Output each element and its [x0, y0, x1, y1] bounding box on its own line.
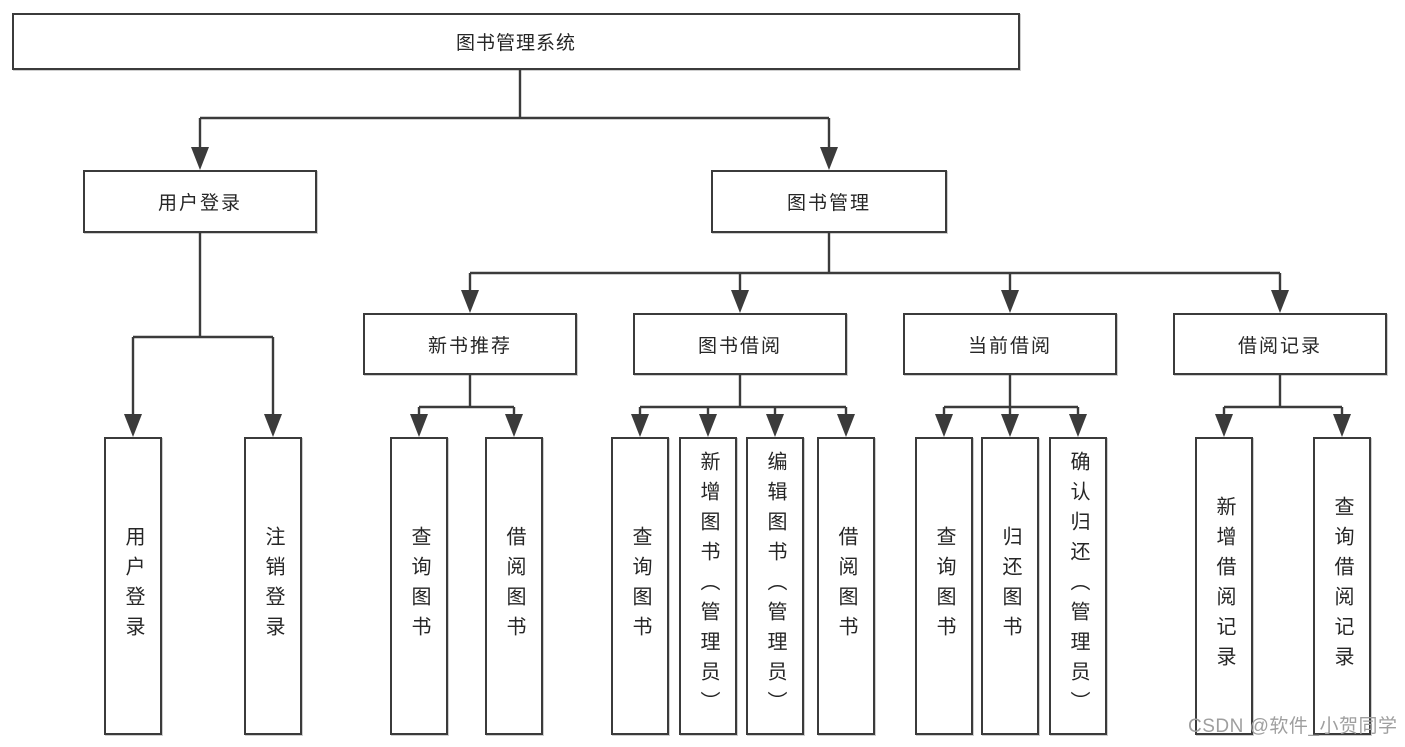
node-book-management: 图书管理: [711, 170, 947, 233]
leaf-label: 查询图书: [933, 526, 955, 646]
leaf-label: 新增图书（管理员）: [697, 451, 719, 721]
node-borrowing-records: 借阅记录: [1173, 313, 1387, 375]
node-label: 用户登录: [157, 193, 242, 214]
leaf-label: 查询图书: [629, 526, 651, 646]
leaf-query-borrow-record: 查询借阅记录: [1313, 437, 1371, 735]
leaf-add-borrow-record: 新增借阅记录: [1195, 437, 1253, 735]
leaf-label: 注销登录: [262, 526, 284, 646]
node-book-borrowing: 图书借阅: [633, 313, 847, 375]
csdn-watermark: CSDN @软件_小贺同学: [1188, 716, 1398, 737]
leaf-label: 查询图书: [408, 526, 430, 646]
node-current-borrowing: 当前借阅: [903, 313, 1117, 375]
leaf-user-login: 用户登录: [104, 437, 162, 735]
node-label: 当前借阅: [967, 335, 1052, 357]
node-label: 新书推荐: [427, 335, 512, 357]
leaf-return-books: 归还图书: [981, 437, 1039, 735]
leaf-label: 编辑图书（管理员）: [764, 451, 786, 721]
leaf-label: 新增借阅记录: [1213, 496, 1235, 676]
node-label: 图书管理: [786, 193, 871, 214]
leaf-query-books-recommend: 查询图书: [390, 437, 448, 735]
node-label: 借阅记录: [1237, 335, 1322, 357]
leaf-query-books-borrowing: 查询图书: [611, 437, 669, 735]
leaf-borrow-books-recommend: 借阅图书: [485, 437, 543, 735]
leaf-add-books-admin: 新增图书（管理员）: [679, 437, 737, 735]
leaf-edit-books-admin: 编辑图书（管理员）: [746, 437, 804, 735]
node-root-library-management-system: 图书管理系统: [12, 13, 1020, 70]
leaf-label: 用户登录: [122, 526, 144, 646]
leaf-logout: 注销登录: [244, 437, 302, 735]
node-new-book-recommendation: 新书推荐: [363, 313, 577, 375]
leaf-confirm-return-admin: 确认归还（管理员）: [1049, 437, 1107, 735]
leaf-query-books-current: 查询图书: [915, 437, 973, 735]
node-label: 图书借阅: [697, 335, 782, 357]
leaf-label: 确认归还（管理员）: [1067, 451, 1089, 721]
arrowheads: [124, 147, 1351, 437]
leaf-label: 借阅图书: [503, 526, 525, 646]
leaf-borrow-books: 借阅图书: [817, 437, 875, 735]
leaf-label: 查询借阅记录: [1331, 496, 1353, 676]
node-label: 图书管理系统: [455, 33, 576, 54]
connector-paths: [131, 70, 1344, 416]
leaf-label: 归还图书: [999, 526, 1021, 646]
leaf-label: 借阅图书: [835, 526, 857, 646]
node-user-login: 用户登录: [83, 170, 317, 233]
